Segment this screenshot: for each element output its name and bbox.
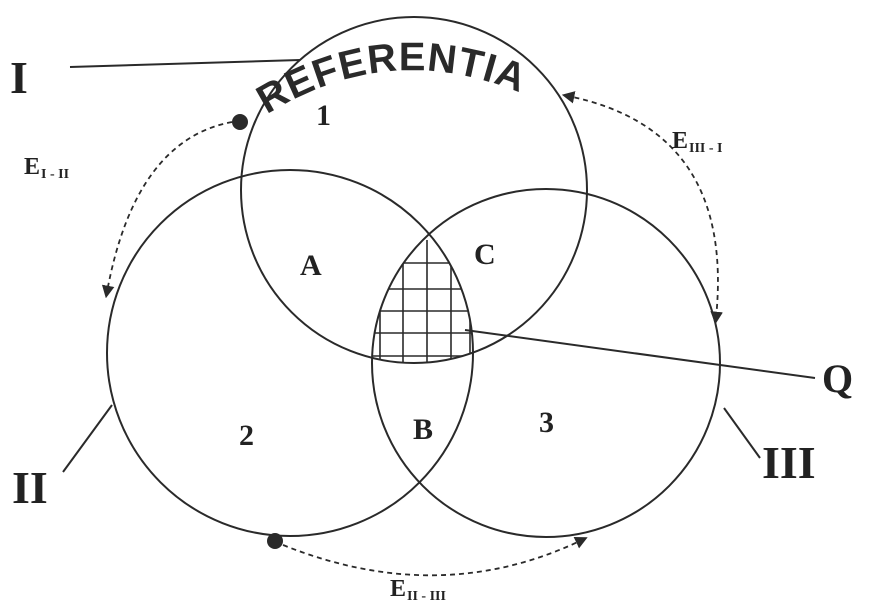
edge-arrow-I-II [101,121,233,299]
label-query: Q [822,356,853,401]
circle-III [371,188,721,538]
leader-line-II [62,404,113,473]
region-C: C [474,238,496,271]
edge-dot-II-III [267,533,283,549]
edge-label-II-III: EII - III [390,576,446,601]
label-circle-II: II [12,462,48,513]
leader-line-Q [464,329,816,379]
edge-arrow-II-III [282,537,588,577]
region-3: 3 [539,406,554,439]
edge-dot-I-II [232,114,248,130]
q-grid [372,240,473,363]
region-A: A [300,249,322,282]
label-circle-I: I [10,52,28,103]
region-1: 1 [316,99,331,132]
label-circle-III: III [762,437,816,488]
leader-line-III [723,407,761,459]
region-2: 2 [239,419,254,452]
leader-line-I [69,59,301,68]
edge-label-I-II: EI - II [24,154,69,182]
edge-label-III-I: EIII - I [672,128,722,156]
region-B: B [413,413,433,446]
circle-II [106,169,474,537]
edge-arrow-III-I [561,91,723,325]
